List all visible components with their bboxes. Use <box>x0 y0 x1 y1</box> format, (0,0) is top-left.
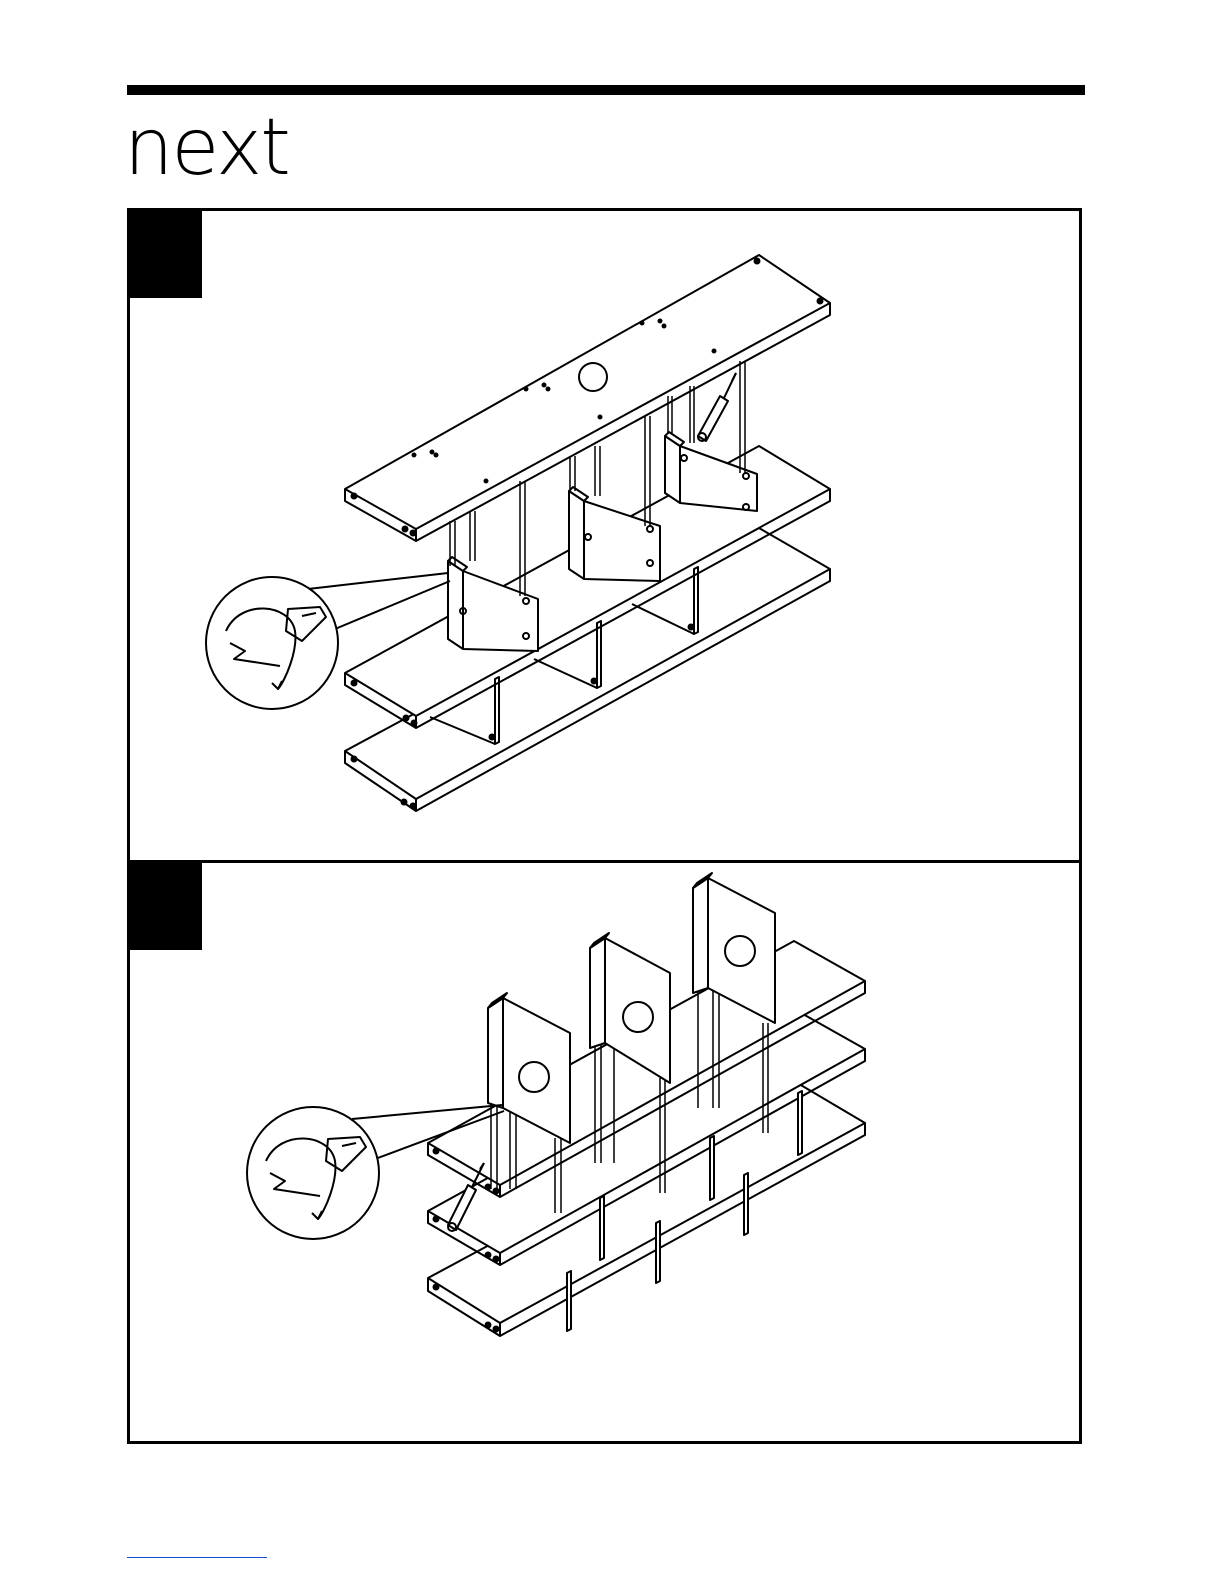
footer-rule <box>127 1557 267 1558</box>
brand-wordmark: next <box>124 112 289 187</box>
brand-logo: next <box>120 112 320 187</box>
step-2-illustration <box>130 863 1082 1444</box>
step-panel-2 <box>127 860 1082 1444</box>
header-rule <box>127 85 1085 95</box>
step-panel-1 <box>127 208 1082 863</box>
step-1-illustration <box>130 211 1082 863</box>
